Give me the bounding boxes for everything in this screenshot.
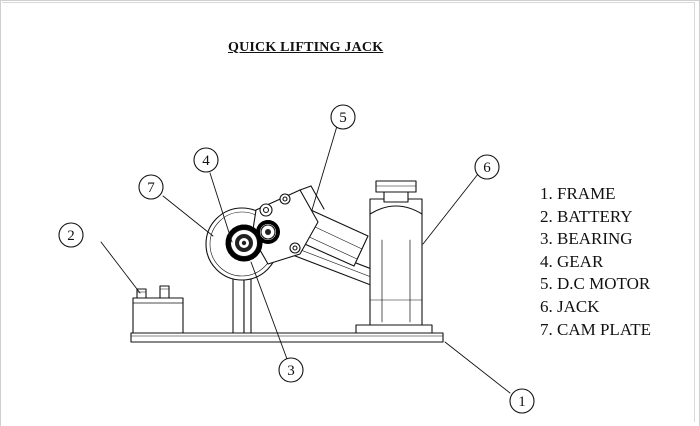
legend-item-jack: 6. JACK <box>540 296 600 316</box>
diagram-title: QUICK LIFTING JACK <box>228 40 384 55</box>
callout-circle-4 <box>193 147 219 173</box>
gear <box>225 220 280 262</box>
callout-label-cam-plate: 7 <box>147 180 155 196</box>
legend-item-bearing: 3. BEARING <box>540 229 633 249</box>
leader-lines <box>100 125 511 394</box>
callout-label-bearing: 3 <box>287 363 295 379</box>
frame-plate <box>130 332 444 343</box>
callout-numbers: 2 7 4 5 3 6 1 <box>67 110 526 410</box>
drawing-frame <box>2 2 695 422</box>
callout-circle-3 <box>278 357 304 383</box>
callout-label-battery: 2 <box>67 228 75 244</box>
callout-circle-1 <box>509 388 535 414</box>
dc-motor <box>251 185 369 267</box>
legend-item-battery: 2. BATTERY <box>540 206 633 226</box>
battery <box>132 285 184 334</box>
callout-label-jack: 6 <box>483 160 491 176</box>
callout-circle-5 <box>330 104 356 130</box>
callout-label-gear: 4 <box>202 153 210 169</box>
callout-circles <box>58 104 535 414</box>
parts-legend: 1. FRAME 2. BATTERY 3. BEARING 4. GEAR 5… <box>540 183 651 341</box>
callout-label-frame: 1 <box>518 394 526 410</box>
legend-item-cam-plate: 7. CAM PLATE <box>540 319 651 339</box>
callout-circle-2 <box>58 222 84 248</box>
callout-circle-7 <box>138 174 164 200</box>
callout-circle-6 <box>474 154 500 180</box>
jack <box>355 180 433 334</box>
legend-item-frame: 1. FRAME <box>540 184 616 203</box>
callout-label-motor: 5 <box>339 110 347 126</box>
legend-item-dc-motor: 5. D.C MOTOR <box>540 274 651 294</box>
legend-item-gear: 4. GEAR <box>540 251 604 271</box>
